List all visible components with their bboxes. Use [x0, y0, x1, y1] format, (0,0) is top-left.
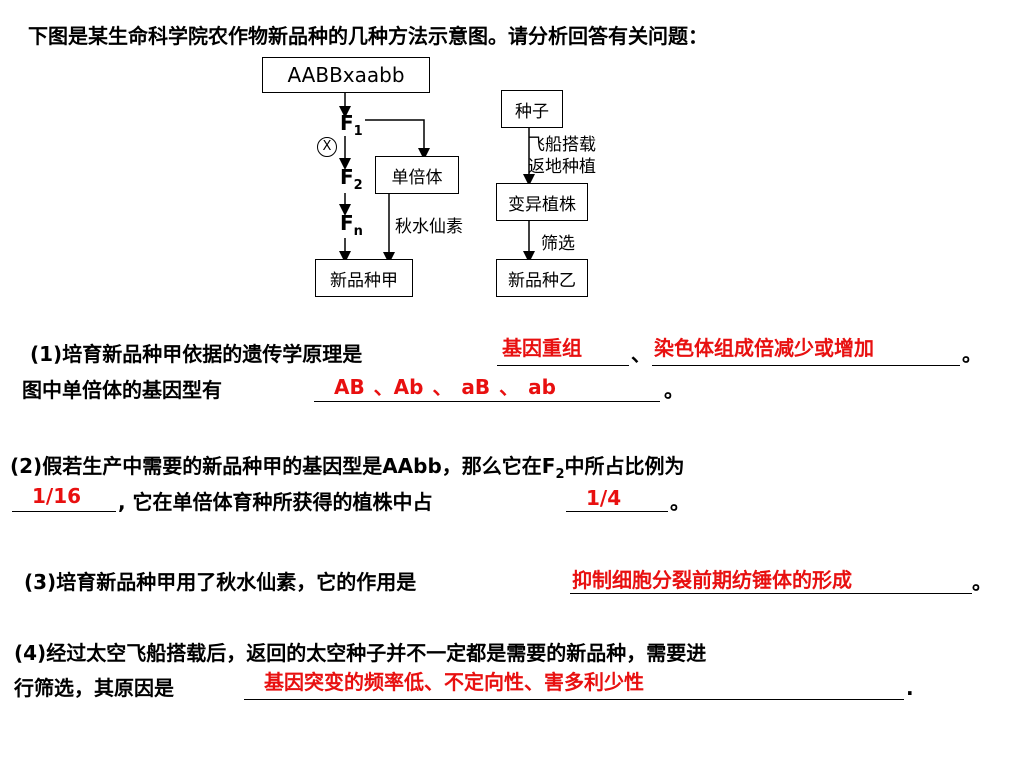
q1-blank-c — [314, 401, 660, 402]
q4-end: . — [906, 676, 914, 700]
q2-mid: , 它在单倍体育种所获得的植株中占 — [118, 490, 433, 514]
variety-b-box: 新品种乙 — [496, 259, 588, 297]
q4-line1: (4)经过太空飞船搭载后，返回的太空种子并不一定都是需要的新品种，需要进 — [14, 641, 707, 665]
q3-end: 。 — [972, 570, 992, 594]
self-cross-symbol: X — [317, 137, 337, 157]
q1-prefix: (1)培育新品种甲依据的遗传学原理是 — [30, 342, 363, 366]
q1-line2-prefix: 图中单倍体的基因型有 — [22, 378, 222, 402]
q1-end: 。 — [962, 342, 982, 366]
q2-answer-a: 1/16 — [32, 484, 82, 508]
q3-prefix: (3)培育新品种甲用了秋水仙素，它的作用是 — [24, 570, 417, 594]
q1-answer-a: 基因重组 — [502, 336, 582, 360]
q4-line2-prefix: 行筛选，其原因是 — [14, 676, 174, 700]
space-flight-label: 飞船搭载 返地种植 — [528, 135, 596, 177]
q1-answer-b: 染色体组成倍减少或增加 — [654, 336, 874, 360]
haploid-box: 单倍体 — [375, 156, 459, 194]
q4-blank — [244, 699, 904, 700]
f2-label: F2 — [340, 165, 363, 193]
q2-answer-b: 1/4 — [586, 486, 622, 510]
q2-line1: (2)假若生产中需要的新品种甲的基因型是AAbb，那么它在F2中所占比例为 — [10, 454, 685, 482]
f1-label: F1 — [340, 111, 363, 139]
fn-label: Fn — [340, 211, 363, 239]
colchicine-label: 秋水仙素 — [395, 217, 463, 237]
q2-end: 。 — [670, 490, 690, 514]
screen-label: 筛选 — [541, 234, 575, 254]
q1-blank-b — [652, 365, 960, 366]
seed-box: 种子 — [501, 90, 563, 128]
q3-answer: 抑制细胞分裂前期纺锤体的形成 — [572, 568, 852, 592]
mutant-plant-box: 变异植株 — [496, 183, 588, 221]
q1-blank-a — [497, 365, 629, 366]
variety-a-box: 新品种甲 — [315, 259, 413, 297]
q2-blank-a — [12, 511, 116, 512]
q1-answer-c: AB 、Ab 、 aB 、 ab — [334, 375, 556, 399]
q1-end2: 。 — [664, 378, 684, 402]
q1-separator: 、 — [631, 342, 651, 366]
q3-blank — [570, 593, 972, 594]
q2-blank-b — [566, 511, 668, 512]
q4-answer: 基因突变的频率低、不定向性、害多利少性 — [264, 670, 644, 694]
parents-box: AABBxaabb — [262, 57, 430, 93]
page-title: 下图是某生命科学院农作物新品种的几种方法示意图。请分析回答有关问题： — [28, 24, 708, 48]
